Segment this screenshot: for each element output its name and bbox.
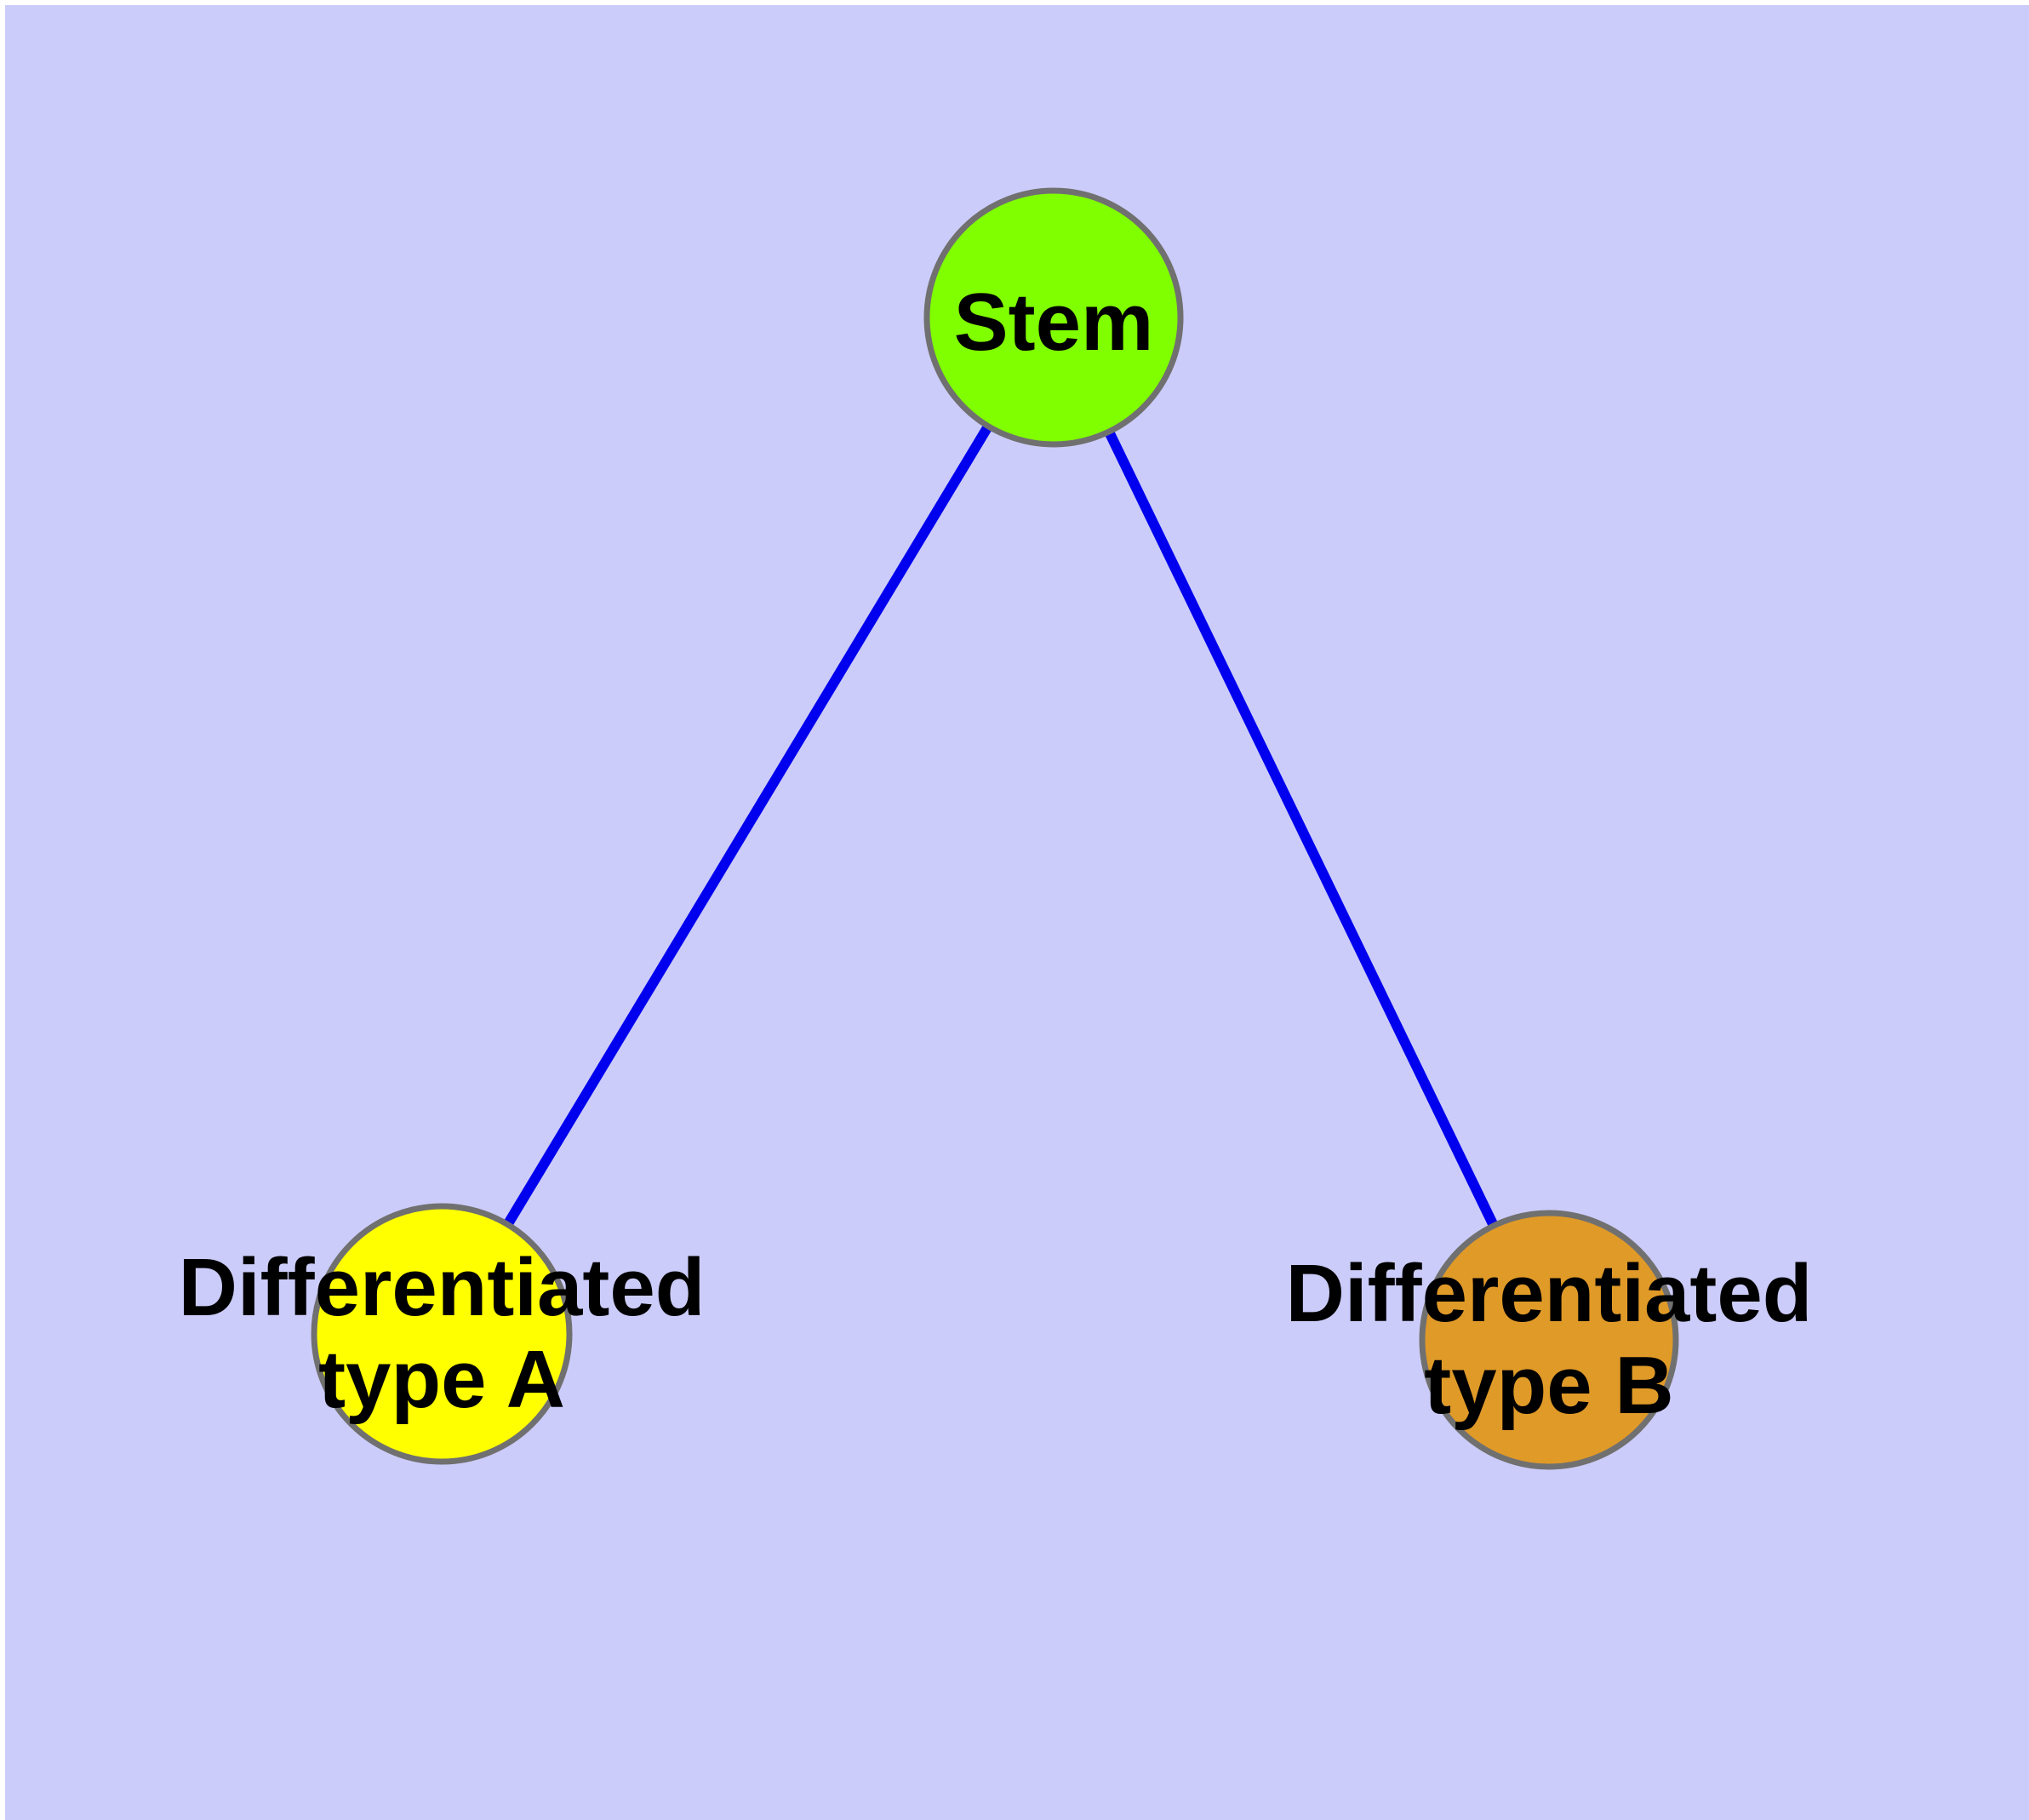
node-diff-b[interactable] (1419, 1210, 1679, 1470)
node-diff-a[interactable] (311, 1203, 573, 1465)
node-circle-differentiated-type-a[interactable] (311, 1203, 573, 1465)
node-circle-differentiated-type-b[interactable] (1419, 1210, 1679, 1470)
edge-stem-to-differentiated-type-a[interactable] (437, 314, 1059, 1337)
node-layer (311, 187, 1679, 1470)
label-layer: Stem Differentiated type A Differentiate… (179, 277, 1813, 1431)
edge-stem-to-differentiated-type-b[interactable] (1049, 315, 1554, 1342)
node-label-differentiated-type-b-line2: type B (1424, 1340, 1673, 1431)
node-stem[interactable] (923, 187, 1184, 448)
node-circle-stem[interactable] (923, 187, 1184, 448)
node-label-differentiated-type-a-line2: type A (318, 1334, 565, 1425)
node-label-differentiated-type-a-line1: Differentiated (179, 1242, 706, 1333)
node-label-stem: Stem (954, 277, 1154, 368)
node-label-differentiated-type-b-line1: Differentiated (1286, 1248, 1813, 1339)
edge-layer (437, 314, 1554, 1342)
